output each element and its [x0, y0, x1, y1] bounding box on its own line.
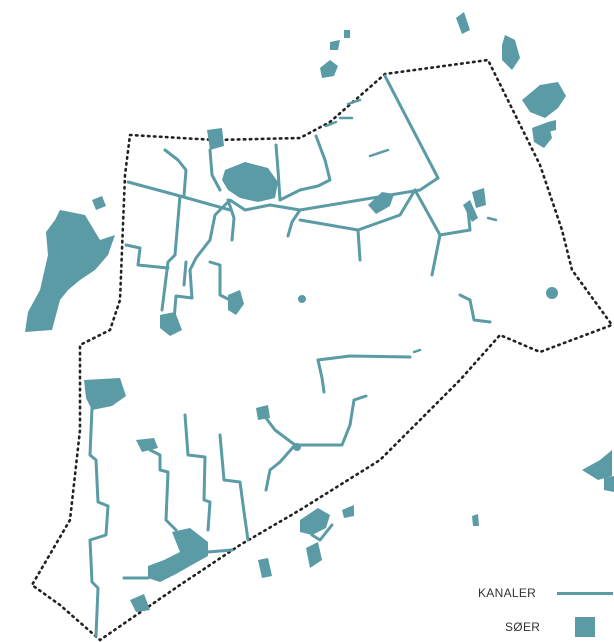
- water-detail-3: [346, 98, 362, 106]
- canal-9: [298, 218, 362, 262]
- lake-west-small: [92, 196, 106, 210]
- canal-17: [88, 406, 110, 638]
- canals-group: [88, 74, 492, 638]
- lake-pond-1: [298, 295, 306, 303]
- canal-6: [208, 148, 222, 192]
- lake-pond-2: [546, 287, 558, 299]
- canal-13: [458, 293, 492, 324]
- lake-mid-oval: [368, 192, 394, 214]
- lake-south-east-2: [342, 505, 354, 518]
- canal-5: [163, 148, 188, 198]
- legend-canals-swatch: [557, 592, 613, 595]
- canal-3: [160, 194, 182, 312]
- canal-12: [438, 208, 472, 237]
- lake-north-tower: [207, 128, 224, 150]
- lake-west-large: [25, 210, 115, 332]
- canal-18: [148, 448, 178, 532]
- lake-top-4: [344, 30, 350, 38]
- lake-east-rect-2: [472, 188, 486, 208]
- canal-4: [124, 243, 170, 270]
- water-detail-6: [412, 348, 422, 354]
- canal-26: [206, 548, 234, 554]
- lake-southwest-1: [84, 378, 126, 410]
- canal-11: [413, 188, 442, 277]
- canal-8: [286, 208, 302, 238]
- lake-northeast-3: [532, 122, 552, 148]
- legend-lakes-swatch: [575, 617, 595, 637]
- canal-15: [226, 198, 236, 242]
- canal-21: [258, 394, 368, 447]
- lake-northeast-4: [548, 120, 556, 132]
- canal-16: [182, 260, 188, 287]
- canal-10: [356, 188, 417, 232]
- water-details: [324, 98, 498, 354]
- water-detail-4: [324, 120, 338, 128]
- lakes-group: [25, 12, 614, 612]
- lake-top-2: [320, 60, 338, 78]
- lake-northeast-2: [522, 82, 566, 118]
- legend-canals-label: KANALER: [478, 586, 537, 600]
- lake-south-small: [136, 438, 158, 452]
- lake-far-east: [582, 450, 612, 480]
- boundary-line: [30, 58, 614, 642]
- lake-top-3: [330, 40, 340, 50]
- canal-24: [316, 358, 326, 394]
- lake-east-rect: [463, 200, 478, 222]
- legend-lakes-label: SØER: [505, 620, 541, 634]
- canal-1: [172, 74, 440, 322]
- water-detail-5: [486, 216, 498, 222]
- canal-19: [183, 413, 212, 532]
- canal-14: [208, 260, 232, 302]
- lake-south-east: [300, 508, 330, 535]
- lake-mid-west: [228, 290, 244, 315]
- lake-south-east-5: [472, 514, 479, 526]
- canal-7: [274, 134, 332, 202]
- canal-23: [316, 354, 412, 362]
- canal-27: [310, 523, 334, 542]
- lake-northeast-1: [502, 35, 520, 70]
- water-detail-2: [368, 148, 390, 158]
- lake-far-east-2: [604, 476, 614, 492]
- lake-south-tail: [130, 594, 150, 612]
- lake-south-central: [148, 528, 208, 582]
- canal-20: [218, 433, 250, 542]
- lake-south-east-3: [306, 542, 322, 568]
- canal-22: [264, 443, 297, 492]
- lake-south-east-4: [258, 558, 272, 578]
- lake-mid-west-2: [160, 312, 182, 336]
- lake-top-1: [456, 12, 470, 34]
- lake-central-north: [222, 162, 278, 202]
